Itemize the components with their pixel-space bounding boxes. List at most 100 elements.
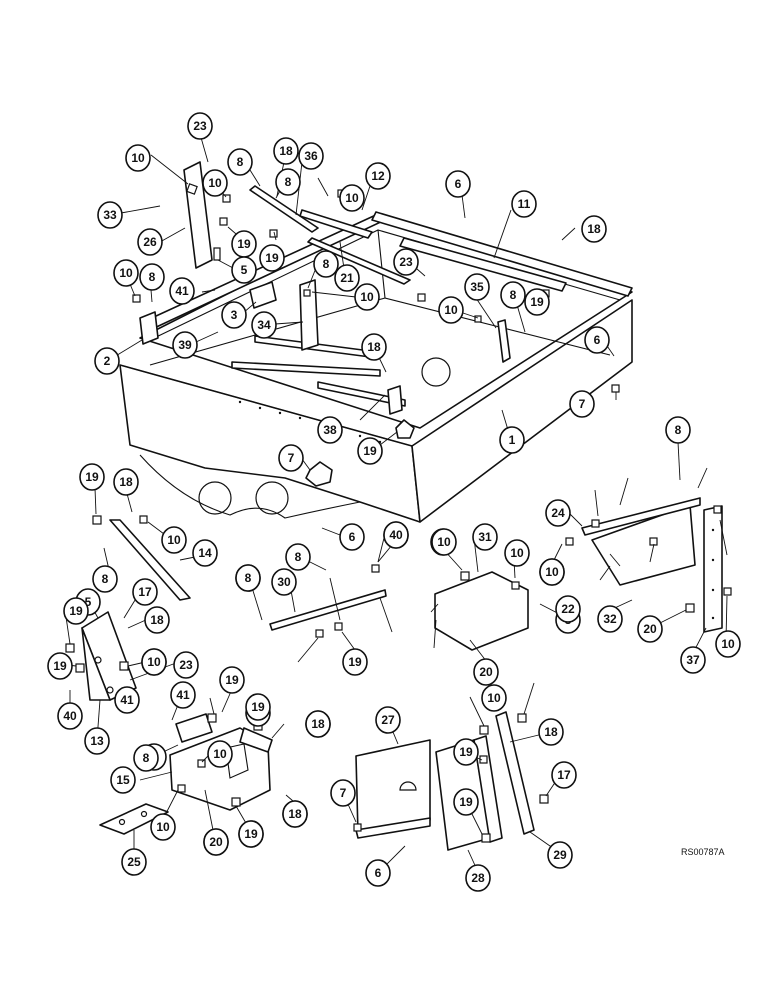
callout-40: 40 — [57, 702, 83, 730]
callout-19: 19 — [231, 230, 257, 258]
callout-15: 15 — [110, 766, 136, 794]
callout-balloon — [334, 264, 360, 292]
callout-balloon — [113, 468, 139, 496]
callout-23: 23 — [393, 248, 419, 276]
callout-balloon — [275, 168, 301, 196]
callout-balloon — [169, 277, 195, 305]
callout-balloon — [92, 565, 118, 593]
callout-balloon — [393, 248, 419, 276]
callout-number: 8 — [510, 288, 517, 302]
callout-number: 22 — [561, 602, 575, 616]
callout-number: 19 — [53, 659, 67, 673]
callout-7: 7 — [330, 779, 356, 807]
callout-balloon — [94, 347, 120, 375]
callout-35: 35 — [464, 273, 490, 301]
callout-number: 19 — [69, 604, 83, 618]
bar-30 — [269, 589, 387, 631]
callout-number: 8 — [675, 423, 682, 437]
callout-number: 19 — [237, 237, 251, 251]
callout-number: 39 — [178, 338, 192, 352]
callout-number: 40 — [389, 528, 403, 542]
callout-number: 18 — [279, 144, 293, 158]
callout-number: 41 — [176, 688, 190, 702]
callout-balloon — [339, 523, 365, 551]
callout-number: 23 — [193, 119, 207, 133]
callout-number: 19 — [251, 700, 265, 714]
callout-10: 10 — [504, 539, 530, 567]
callout-number: 20 — [479, 665, 493, 679]
hardware — [65, 183, 732, 843]
callout-number: 14 — [198, 546, 212, 560]
callout-29: 29 — [547, 841, 573, 869]
callout-balloon — [227, 148, 253, 176]
callout-24: 24 — [545, 499, 571, 527]
callout-number: 34 — [257, 318, 271, 332]
callout-18: 18 — [282, 800, 308, 828]
callout-number: 12 — [371, 169, 385, 183]
callout-19: 19 — [453, 788, 479, 816]
callout-number: 19 — [265, 251, 279, 265]
callout-number: 32 — [603, 612, 617, 626]
callout-2: 2 — [94, 347, 120, 375]
callout-number: 35 — [470, 280, 484, 294]
callout-number: 10 — [208, 176, 222, 190]
callout-number: 1 — [509, 433, 516, 447]
callout-number: 23 — [179, 658, 193, 672]
callout-19: 19 — [357, 437, 383, 465]
callout-balloon — [538, 718, 564, 746]
callout-32: 32 — [597, 605, 623, 633]
callout-10: 10 — [539, 558, 565, 586]
callout-6: 6 — [365, 859, 391, 887]
callout-number: 17 — [557, 768, 571, 782]
callout-balloon — [141, 648, 167, 676]
callout-balloon — [569, 390, 595, 418]
callout-19: 19 — [245, 693, 271, 721]
panel-27 — [355, 739, 431, 839]
callout-balloon — [57, 702, 83, 730]
callout-number: 8 — [102, 572, 109, 586]
callout-8: 8 — [285, 543, 311, 571]
callout-balloon — [431, 528, 457, 556]
callout-10: 10 — [431, 528, 457, 556]
callout-balloon — [137, 228, 163, 256]
callout-10: 10 — [161, 526, 187, 554]
callout-balloon — [330, 779, 356, 807]
callout-8: 8 — [133, 744, 159, 772]
callout-balloon — [273, 137, 299, 165]
bracket-14 — [109, 519, 191, 601]
callout-balloon — [339, 184, 365, 212]
callout-balloon — [445, 170, 471, 198]
callout-balloon — [665, 416, 691, 444]
callout-number: 8 — [237, 155, 244, 169]
callout-balloon — [317, 416, 343, 444]
callout-number: 6 — [594, 333, 601, 347]
callout-balloon — [357, 437, 383, 465]
callout-balloon — [202, 169, 228, 197]
callout-10: 10 — [150, 813, 176, 841]
callout-5: 5 — [231, 256, 257, 284]
callout-number: 2 — [104, 354, 111, 368]
callout-number: 41 — [120, 693, 134, 707]
callout-number: 33 — [103, 208, 117, 222]
callout-balloon — [97, 201, 123, 229]
callout-balloon — [271, 568, 297, 596]
callout-19: 19 — [453, 738, 479, 766]
callout-number: 19 — [530, 295, 544, 309]
callout-balloon — [259, 244, 285, 272]
callout-number: 7 — [340, 786, 347, 800]
callout-balloon — [132, 578, 158, 606]
callout-number: 8 — [245, 571, 252, 585]
callout-19: 19 — [238, 820, 264, 848]
callout-number: 19 — [363, 444, 377, 458]
callout-number: 10 — [721, 637, 735, 651]
callout-number: 29 — [553, 848, 567, 862]
top-rails — [142, 161, 633, 415]
callout-number: 18 — [311, 717, 325, 731]
callout-10: 10 — [113, 259, 139, 287]
callout-balloon — [47, 652, 73, 680]
callout-10: 10 — [125, 144, 151, 172]
callout-10: 10 — [207, 740, 233, 768]
callout-10: 10 — [339, 184, 365, 212]
callout-balloon — [383, 521, 409, 549]
callout-balloon — [144, 606, 170, 634]
